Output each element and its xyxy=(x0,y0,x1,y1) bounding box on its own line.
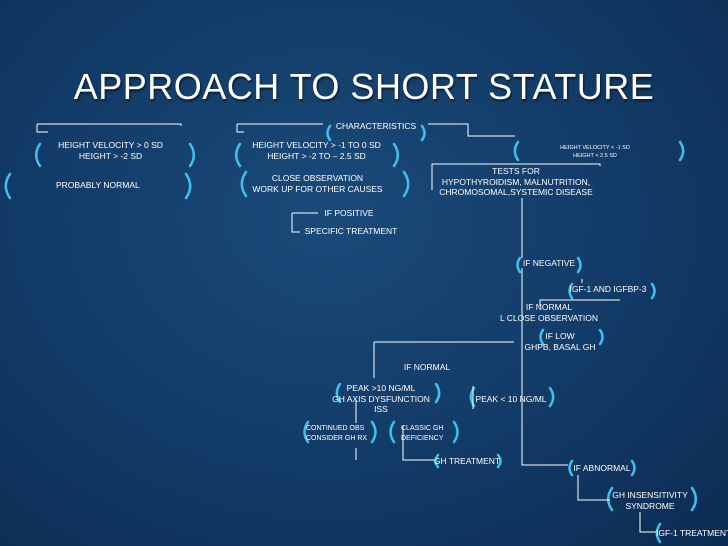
bracket-right xyxy=(548,386,555,408)
node-tests-for: TESTS FOR HYPOTHYROIDISM, MALNUTRITION, … xyxy=(439,166,593,197)
bracket-left xyxy=(513,140,520,162)
bracket-left xyxy=(34,142,42,168)
bracket-left xyxy=(539,328,545,346)
node-if-low: IF LOW GHPB, BASAL GH xyxy=(524,331,596,352)
bracket-right xyxy=(576,256,582,274)
bracket-left xyxy=(389,420,396,444)
bracket-right xyxy=(184,172,192,200)
node-gh-treatment: GH TREATMENT xyxy=(433,456,501,466)
connector-line xyxy=(236,124,244,133)
connector-line xyxy=(539,299,620,306)
connector-line xyxy=(291,213,300,233)
bracket-left xyxy=(4,172,12,200)
bracket-left xyxy=(568,282,574,300)
bracket-left xyxy=(516,256,522,274)
connector-line xyxy=(428,123,515,137)
node-igf1-treatment: IGF-1 TREATMENT xyxy=(656,528,728,538)
slide-title: APPROACH TO SHORT STATURE xyxy=(73,66,655,107)
bracket-right xyxy=(650,282,656,300)
bracket-right xyxy=(188,142,196,168)
bracket-left xyxy=(606,486,614,512)
bracket-left xyxy=(655,522,662,544)
connector-line xyxy=(432,163,601,166)
bracket-left xyxy=(240,170,248,198)
bracket-right xyxy=(420,124,426,142)
node-hv-normal: HEIGHT VELOCITY > 0 SD HEIGHT > -2 SD xyxy=(58,140,163,161)
bracket-left xyxy=(335,382,342,404)
connector-line xyxy=(402,426,434,461)
bracket-left xyxy=(568,459,574,477)
connector-line xyxy=(577,475,610,501)
bracket-right xyxy=(392,142,400,168)
node-if-normal-observation: IF NORMAL L CLOSE OBSERVATION xyxy=(500,302,598,323)
node-if-abnormal: IF ABNORMAL xyxy=(573,463,631,473)
bracket-right xyxy=(630,459,636,477)
connector-line xyxy=(639,512,656,533)
node-characteristics: CHARACTERISTICS xyxy=(335,121,417,131)
node-probably-normal: PROBABLY NORMAL xyxy=(56,180,140,190)
node-hv-mid: HEIGHT VELOCITY > -1 TO 0 SD HEIGHT > -2… xyxy=(252,140,381,161)
bracket-right xyxy=(496,453,502,469)
bracket-right xyxy=(690,486,698,512)
node-if-positive: IF POSITIVE xyxy=(324,208,374,218)
bracket-left xyxy=(326,124,332,142)
connector-line xyxy=(37,123,182,126)
bracket-right xyxy=(598,328,604,346)
bracket-right xyxy=(402,170,410,198)
node-peak-low: PEAK < 10 NG/ML xyxy=(475,394,547,404)
bracket-left xyxy=(303,420,310,444)
node-specific-treatment: SPECIFIC TREATMENT xyxy=(304,226,398,236)
bracket-right xyxy=(370,420,377,444)
bracket-left xyxy=(234,142,242,168)
node-peak-high: PEAK >10 NG/ML GH AXIS DYSFUNCTION ISS xyxy=(332,383,430,414)
node-if-normal-peak: IF NORMAL xyxy=(403,362,451,372)
connector-group xyxy=(36,123,656,533)
node-classic-gh: CLASSIC GH DEFICIENCY xyxy=(401,425,444,442)
node-if-negative: IF NEGATIVE xyxy=(522,258,576,268)
node-igf1-igfbp3: IGF-1 AND IGFBP-3 xyxy=(569,284,647,294)
bracket-right xyxy=(434,382,441,404)
bracket-left xyxy=(434,453,440,469)
node-hv-low: HEIGHT VELOCITY < -1 SD HEIGHT < 2.5 SD xyxy=(560,145,630,159)
node-gh-insensitivity: GH INSENSITIVITY SYNDROME xyxy=(612,490,688,511)
bracket-group xyxy=(4,124,698,544)
node-close-observation: CLOSE OBSERVATION WORK UP FOR OTHER CAUS… xyxy=(252,173,383,194)
node-continued-obs: CONTINUED OBS CONSIDER GH RX xyxy=(306,425,368,442)
connector-line xyxy=(36,124,48,133)
connector-line xyxy=(521,268,568,466)
bracket-right xyxy=(678,140,685,162)
bracket-right xyxy=(452,420,459,444)
